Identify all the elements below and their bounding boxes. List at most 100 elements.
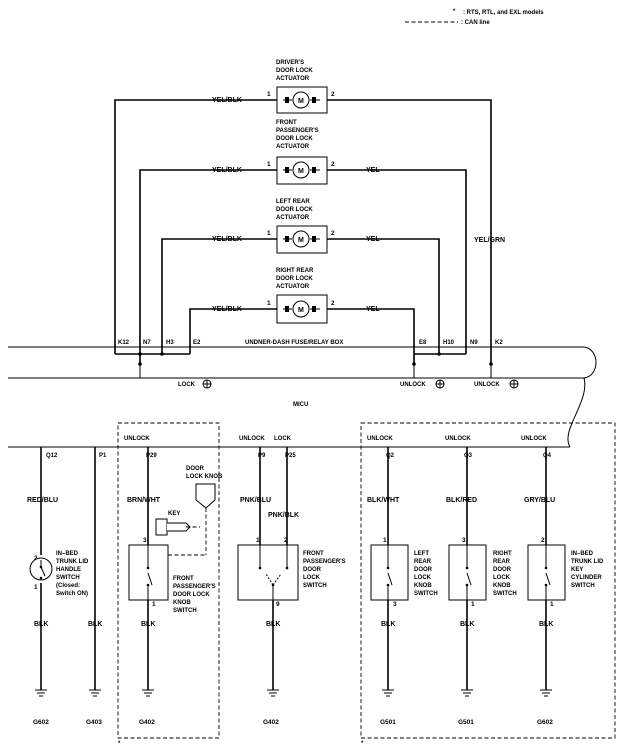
act4-left-wire: YEL/BLK (212, 306, 242, 313)
right-rear-label-2: REAR (493, 559, 511, 565)
circuit-trunk-handle: RED/BLU 2 1 IN–BED TRUNK LID HANDLE SWIT… (27, 447, 89, 726)
trunk-cyl-wire: GRY/BLU (524, 497, 555, 504)
act4-title-3: ACTUATOR (276, 284, 310, 290)
act3-title-3: ACTUATOR (276, 215, 310, 221)
fds-ground: G402 (263, 719, 279, 726)
right-rear-pin-bottom: 1 (471, 601, 475, 608)
lock-label: LOCK (178, 382, 196, 388)
trunk-label-6: Switch ON) (56, 591, 88, 597)
front-knob-wire: BRN/WHT (127, 497, 161, 504)
trunk-cyl-ground-wire: BLK (539, 621, 553, 628)
k2-wire: YEL/GRN (474, 237, 505, 244)
knob-label-2: LOCK KNOB (186, 474, 223, 480)
micu-lock: LOCK (274, 436, 292, 442)
right-rear-ground: G501 (458, 719, 474, 726)
term-p25: P25 (285, 453, 296, 459)
circuit-front-knob: BRN/WHT DOOR LOCK KNOB KEY 3 1 FRONT PAS… (127, 447, 223, 726)
term-e2: E2 (193, 340, 201, 346)
term-q2: Q2 (386, 453, 395, 459)
fds-wire-right: PNK/BLK (268, 512, 299, 519)
trunk-cyl-label-2: TRUNK LID (571, 559, 604, 565)
fds-pin-bottom: 9 (276, 601, 280, 608)
micu-block: MICU UNLOCK UNLOCK LOCK UNLOCK UNLOCK UN… (8, 377, 586, 459)
motor-icon (292, 300, 310, 318)
rear-option-star: * (361, 741, 364, 747)
micu-unlock-3: UNLOCK (367, 436, 393, 442)
act3-pin1: 1 (267, 230, 271, 237)
act3-pin2: 2 (331, 230, 335, 237)
fds-label-5: SWITCH (303, 583, 327, 589)
act1-title-3: ACTUATOR (276, 76, 310, 82)
trunk-cyl-ground: G602 (537, 719, 553, 726)
circuit-right-rear: BLK/RED 3 1 RIGHT REAR DOOR LOCK KNOB SW… (446, 447, 517, 726)
fuse-relay-box: K12 N7 H3 E2 E8 H10 N9 K2 UNDNER-DASH FU… (8, 340, 597, 389)
act4-title-2: DOOR LOCK (276, 276, 313, 282)
motor-icon (292, 161, 310, 179)
fds-pin-right: 2 (284, 537, 288, 544)
front-knob-ground: G402 (139, 719, 155, 726)
front-knob-pin-bottom: 1 (152, 601, 156, 608)
left-rear-label-4: LOCK (414, 575, 432, 581)
act1-pin2: 2 (331, 91, 335, 98)
term-p9: P9 (258, 453, 266, 459)
motor-label: M (298, 237, 304, 244)
right-rear-label-5: KNOB (493, 583, 511, 589)
front-option-star: * (118, 741, 121, 747)
motor-icon (292, 91, 310, 109)
act2-title-4: ACTUATOR (276, 144, 310, 150)
circuit-left-rear: BLK/WHT 1 3 LEFT REAR DOOR LOCK KNOB SWI… (367, 447, 438, 726)
term-q4: Q4 (543, 453, 552, 459)
motor-icon (292, 230, 310, 248)
term-h3: H3 (166, 340, 174, 346)
fds-label-1: FRONT (303, 551, 324, 557)
fds-label-2: PASSENGER'S (303, 559, 346, 565)
circuit-front-door-switch: PNK/BLU PNK/BLK 1 2 9 FRONT PASSENGER'S … (237, 447, 346, 726)
front-knob-label-5: SWITCH (173, 608, 197, 614)
actuator-1: M (276, 86, 328, 114)
actuator-2: M (276, 156, 328, 185)
act3-right-wire: YEL (366, 236, 380, 243)
trunk-cyl-pin-bottom: 1 (550, 601, 554, 608)
option-box-rear (360, 422, 616, 739)
motor-label: M (298, 307, 304, 314)
term-e8: E8 (419, 340, 427, 346)
term-n7: N7 (143, 340, 151, 346)
actuator-titles: DRIVER'S DOOR LOCK ACTUATOR FRONT PASSEN… (276, 60, 319, 290)
right-rear-label-1: RIGHT (493, 551, 512, 557)
micu-unlock-1: UNLOCK (124, 436, 150, 442)
act4-pin1: 1 (267, 300, 271, 307)
circuit-trunk-cylinder: GRY/BLU 2 1 IN–BED TRUNK LID KEY CYLINDE… (524, 447, 604, 726)
act2-title-2: PASSENGER'S (276, 128, 319, 134)
left-rear-ground-wire: BLK (381, 621, 395, 628)
actuator-3: M (276, 225, 328, 254)
left-rear-ground: G501 (380, 719, 396, 726)
trunk-ground: G602 (33, 719, 49, 726)
term-p29: P29 (146, 453, 157, 459)
fuse-box-label: UNDNER-DASH FUSE/RELAY BOX (245, 340, 343, 346)
act3-title-1: LEFT REAR (276, 199, 310, 205)
act1-title-2: DOOR LOCK (276, 68, 313, 74)
act1-pin1: 1 (267, 91, 271, 98)
front-knob-label-2: PASSENGER'S (173, 584, 216, 590)
left-rear-label-2: REAR (414, 559, 432, 565)
left-rear-knob-switch-icon (370, 544, 409, 601)
term-q3: Q3 (464, 453, 473, 459)
act1-left-wire: YEL/BLK (212, 97, 242, 104)
term-n9: N9 (470, 340, 478, 346)
legend-models: : RTS, RTL, and EXL models (463, 10, 544, 16)
door-lock-knob-icon (195, 483, 216, 509)
left-rear-label-3: DOOR (414, 567, 433, 573)
trunk-label-2: TRUNK LID (56, 559, 89, 565)
left-rear-wire: BLK/WHT (367, 497, 400, 504)
fds-label-4: LOCK (303, 575, 321, 581)
fds-pin-left: 1 (256, 537, 260, 544)
act3-title-2: DOOR LOCK (276, 207, 313, 213)
term-q12: Q12 (46, 453, 58, 459)
act2-pin2: 2 (331, 161, 335, 168)
knob-label-1: DOOR (186, 466, 205, 472)
left-rear-pin-top: 1 (383, 537, 387, 544)
micu-unlock-4: UNLOCK (445, 436, 471, 442)
act2-title-3: DOOR LOCK (276, 136, 313, 142)
